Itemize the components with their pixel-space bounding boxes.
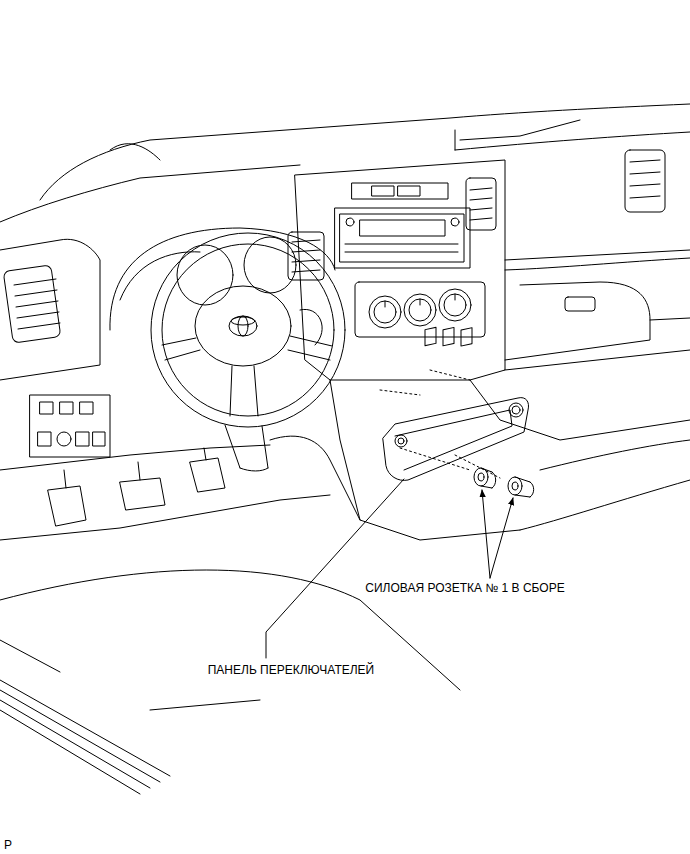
- air-vent: [466, 178, 496, 230]
- airbag-hub: [195, 286, 291, 366]
- air-vent: [288, 232, 324, 280]
- power-outlet: [474, 468, 496, 488]
- pedal: [190, 458, 225, 492]
- center-stack: [295, 160, 505, 380]
- dash-edge: [460, 120, 580, 140]
- dash-edge: [110, 144, 160, 160]
- display: [352, 183, 448, 199]
- leader-line: [266, 479, 404, 658]
- part-label: ПАНЕЛЬ ПЕРЕКЛЮЧАТЕЛЕЙ: [207, 663, 376, 677]
- pedal: [48, 486, 86, 526]
- corner-mark: P: [3, 838, 13, 852]
- glove-box: [505, 282, 650, 360]
- switch-bank: [30, 395, 110, 457]
- door-sill: [0, 640, 170, 794]
- dash-edge: [455, 130, 690, 150]
- cluster-hood: [110, 228, 335, 330]
- air-vent: [625, 150, 665, 212]
- dash-top: [40, 104, 690, 200]
- switch-panel: [383, 398, 529, 481]
- pedal: [120, 478, 165, 510]
- air-vent: [3, 265, 61, 343]
- part-label: СИЛОВАЯ РОЗЕТКА № 1 В СБОРЕ: [364, 581, 565, 595]
- audio-unit: [335, 208, 470, 268]
- power-outlet: [508, 477, 534, 497]
- dash-edge: [0, 165, 300, 222]
- leader-line: [490, 498, 513, 578]
- steering-wheel: [151, 233, 345, 427]
- leader-line: [482, 490, 490, 578]
